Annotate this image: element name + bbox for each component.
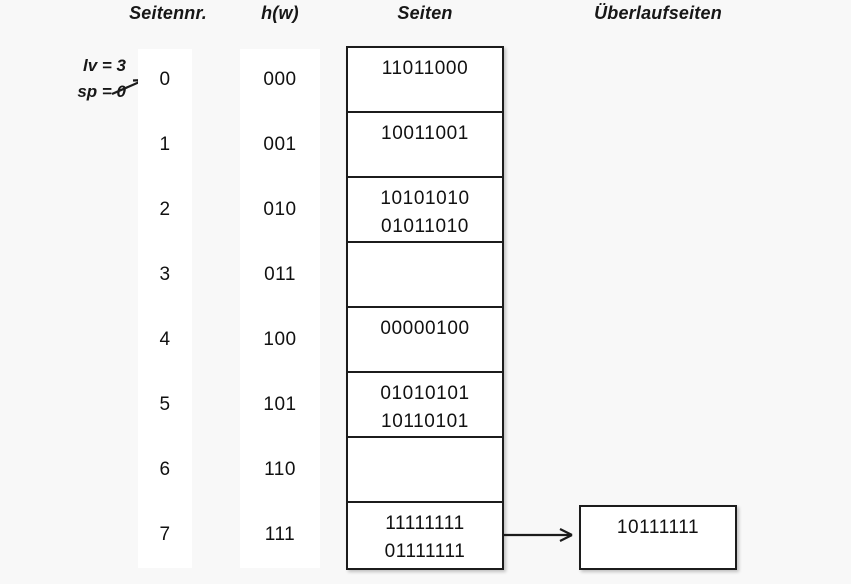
seitennr-column-background [138,49,192,568]
seitennr-cell: 5 [159,393,171,415]
page-entry: 10101010 [380,188,470,209]
page-entry: 01010101 [380,383,470,404]
overflow-page: 10111111 [579,505,737,570]
arrow-right-icon [502,528,573,542]
page-bucket [348,243,502,308]
hw-cell: 100 [263,328,297,350]
hw-cell: 010 [263,198,297,220]
column-header-seitennr: Seitennr. [129,3,207,23]
page-entry: 11011000 [381,58,469,79]
page-entry: 10110101 [381,411,469,432]
page-bucket: 00000100 [348,308,502,373]
seitennr-cell: 2 [159,198,171,220]
pages-table: 11011000 10011001 10101010 01011010 0000… [346,46,504,570]
page-entry: 00000100 [380,318,470,339]
page-bucket [348,438,502,503]
hw-column-background [240,49,320,568]
hw-cell: 101 [263,393,297,415]
pointer-annotation: lv = 3 sp = 0 [34,53,126,105]
annotation-sp: sp = 0 [77,82,126,101]
annotation-lv: lv = 3 [82,56,126,75]
seitennr-column: 0 1 2 3 4 5 6 7 [138,47,192,567]
page-entry: 01111111 [384,541,466,562]
page-entry: 10011001 [381,123,469,144]
overflow-entry: 10111111 [616,517,700,538]
page-entry: 11111111 [385,513,465,534]
seitennr-cell: 0 [159,68,171,90]
hw-column: 000 001 010 011 100 101 110 111 [240,47,320,567]
page-bucket: 01010101 10110101 [348,373,502,438]
seitennr-cell: 7 [159,523,171,545]
seitennr-cell: 3 [159,263,171,285]
column-header-seiten: Seiten [397,3,453,23]
seitennr-cell: 1 [159,133,171,155]
seitennr-cell: 6 [159,458,171,480]
hw-cell: 000 [263,68,297,90]
page-bucket: 11011000 [348,48,502,113]
seitennr-cell: 4 [159,328,171,350]
page-bucket: 10011001 [348,113,502,178]
column-header-ueberlaufseiten: Überlaufseiten [594,3,722,23]
page-bucket: 11111111 01111111 [348,503,502,568]
hw-cell: 111 [264,523,296,545]
page-bucket: 10101010 01011010 [348,178,502,243]
page-entry: 01011010 [381,216,469,237]
hw-cell: 001 [263,133,297,155]
hw-cell: 110 [264,458,296,480]
column-header-hw: h(w) [261,3,299,23]
hw-cell: 011 [264,263,296,285]
